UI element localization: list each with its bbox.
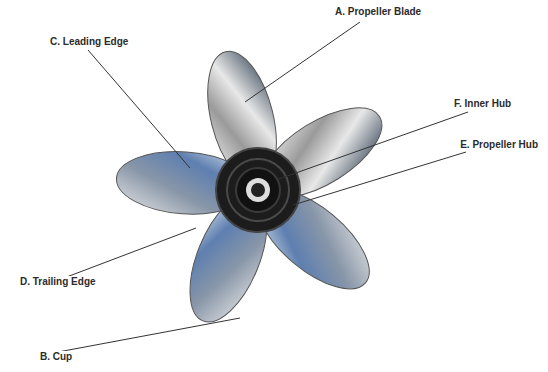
part-label: C. Leading Edge xyxy=(48,36,130,48)
part-label: E. Propeller Hub xyxy=(458,139,540,151)
part-label: D. Trailing Edge xyxy=(18,276,98,288)
part-label: A. Propeller Blade xyxy=(333,6,423,18)
leader-lines xyxy=(58,22,468,352)
part-label: F. Inner Hub xyxy=(452,98,513,110)
propeller-hub xyxy=(216,148,300,232)
propeller-blades xyxy=(114,44,396,332)
part-label: B. Cup xyxy=(38,351,74,363)
